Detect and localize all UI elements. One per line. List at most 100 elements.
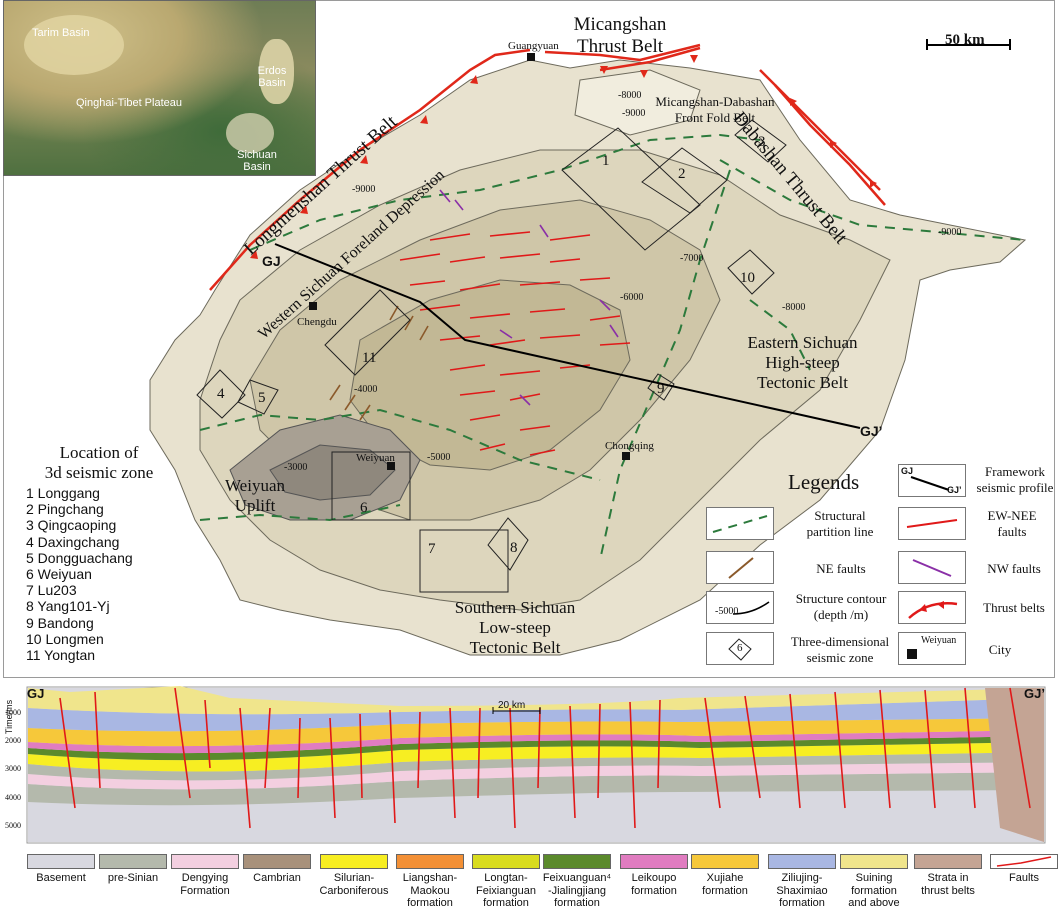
map-frame	[3, 0, 1055, 678]
contour-label: -8000	[618, 90, 642, 101]
strata-label: Silurian- Carboniferous	[319, 872, 389, 897]
zone-number-5: 5	[258, 390, 266, 406]
label-eastern-belt: Eastern Sichuan High-steep Tectonic Belt	[747, 333, 858, 392]
strata-swatch	[320, 854, 388, 869]
thrust-belt-longmenshan	[209, 48, 531, 291]
strata-swatch	[620, 854, 688, 869]
zone-number-10: 10	[740, 270, 755, 286]
city-label-guangyuan: Guangyuan	[508, 40, 559, 52]
contour-label: -7000	[680, 253, 704, 264]
zone-number-6: 6	[360, 500, 368, 516]
zone-list-item: 5 Dongguachang	[26, 549, 133, 566]
inset-label-tarim: Tarim Basin	[32, 27, 90, 39]
zone-list-item: 10 Longmen	[26, 630, 104, 647]
profile-start-label: GJ	[262, 253, 281, 269]
contour-label: -3000	[284, 462, 308, 473]
strata-swatch	[840, 854, 908, 869]
zone-list-item: 9 Bandong	[26, 614, 94, 631]
zone-list-item: 6 Weiyuan	[26, 566, 92, 583]
city-label-weiyuan: Weiyuan	[356, 452, 395, 464]
zone-number-4: 4	[217, 386, 225, 402]
contour-label: -9000	[622, 108, 646, 119]
strata-label: Cambrian	[253, 872, 301, 884]
strata-label: Ziliujing- Shaximiao formation	[776, 872, 828, 909]
strata-label: Basement	[36, 872, 86, 884]
strata-swatch	[768, 854, 836, 869]
zone-list-item: 7 Lu203	[26, 582, 77, 599]
zone-list-item: 11 Yongtan	[26, 647, 96, 664]
ne-faults	[329, 305, 429, 421]
strata-swatch	[27, 854, 95, 869]
zone-number-8: 8	[510, 540, 518, 556]
tarim-basin-shape	[24, 15, 124, 75]
strata-label: Longtan- Feixianguan formation	[476, 872, 536, 909]
zone-list-item: 8 Yang101-Yj	[26, 598, 110, 615]
zone-number-2: 2	[678, 166, 686, 182]
legend-profile-label: Framework seismic profile	[976, 464, 1054, 495]
city-marker-chengdu	[309, 302, 317, 310]
zone-number-11: 11	[362, 350, 376, 366]
profile-end-label: GJ’	[860, 423, 883, 439]
zone-number-9: 9	[657, 381, 665, 397]
seismic-zones	[196, 119, 787, 593]
cross-section: 1000 2000 3000 4000 5000	[5, 686, 1046, 844]
zone-list: 1 Longgang 2 Pingchang 3 Qingcaoping 4 D…	[26, 485, 133, 663]
sichuan-basin-shape	[226, 113, 274, 153]
legend-ne-label: NE faults	[816, 561, 866, 576]
profile-line	[274, 243, 861, 429]
city-label-chengdu: Chengdu	[297, 316, 337, 328]
city-marker-chongqing	[622, 452, 630, 460]
thrust-belt-micangshan	[544, 43, 701, 72]
zone-list-item: 4 Daxingchang	[26, 533, 120, 550]
section-ylabel: Time/ms	[4, 699, 15, 735]
contour-label: -9000	[938, 227, 962, 238]
y-tick: 2000	[5, 736, 21, 745]
inset-label-sichuan: Sichuan Basin	[237, 149, 277, 173]
zone-list-item: 1 Longgang	[26, 485, 100, 501]
scale-label: 50 km	[945, 32, 985, 48]
strata-swatch	[914, 854, 982, 869]
strata-label: Liangshan- Maokou formation	[402, 872, 458, 909]
contour-label: -8000	[782, 302, 806, 313]
strata-swatch	[543, 854, 611, 869]
strata-swatch	[691, 854, 759, 869]
strata-label: Faults	[1009, 872, 1039, 884]
inset-label-qinghai: Qinghai-Tibet Plateau	[76, 97, 182, 109]
ew-nee-faults	[399, 231, 631, 456]
legend-city-label: City	[988, 642, 1012, 657]
legend-thrust-label: Thrust belts	[983, 600, 1045, 615]
strata-label: Suining formation and above	[848, 872, 900, 909]
legend-contour-label: Structure contour (depth /m)	[795, 591, 887, 622]
strata-label: pre-Sinian	[107, 872, 159, 884]
pre-sinian-layer	[28, 772, 1044, 806]
scale-bar	[926, 39, 1011, 50]
legend-contour-swatch: -5000	[706, 591, 774, 624]
inset-location-map: Tarim Basin Erdos Basin Qinghai-Tibet Pl…	[3, 0, 316, 176]
strata-swatch	[171, 854, 239, 869]
legend-nw-label: NW faults	[987, 561, 1041, 576]
legend-zone3d-label: Three-dimensional seismic zone	[790, 634, 890, 665]
zone-number-1: 1	[602, 153, 610, 169]
strata-label: Leikoupo formation	[631, 872, 677, 897]
legend-zone3d-swatch: 6	[706, 632, 774, 665]
label-weiyuan-uplift: Weiyuan Uplift	[225, 476, 285, 515]
strata-swatch	[243, 854, 311, 869]
zone-list-item: 2 Pingchang	[26, 501, 104, 518]
contour-label: -4000	[354, 384, 378, 395]
structural-map: 1 2 3 4 5 6 7 8 9 10 11	[149, 39, 1027, 656]
y-tick: 4000	[5, 793, 21, 802]
strata-label: Xujiahe formation	[702, 872, 748, 897]
strata-label: Dengying Formation	[180, 872, 230, 897]
strata-label: Strata in thrust belts	[921, 872, 975, 897]
strata-swatch	[396, 854, 464, 869]
structural-partition-lines	[199, 133, 1026, 561]
section-start-label: GJ	[27, 686, 45, 701]
zone-number-3: 3	[758, 134, 766, 150]
nw-faults	[439, 189, 619, 406]
strata-swatch	[99, 854, 167, 869]
section-faults	[59, 687, 1031, 829]
label-southern-belt: Southern Sichuan Low-steep Tectonic Belt	[454, 598, 576, 657]
legend-profile-swatch: GJ GJ’	[898, 464, 966, 497]
contour-label: -9000	[352, 184, 376, 195]
inset-label-erdos: Erdos Basin	[257, 65, 287, 89]
